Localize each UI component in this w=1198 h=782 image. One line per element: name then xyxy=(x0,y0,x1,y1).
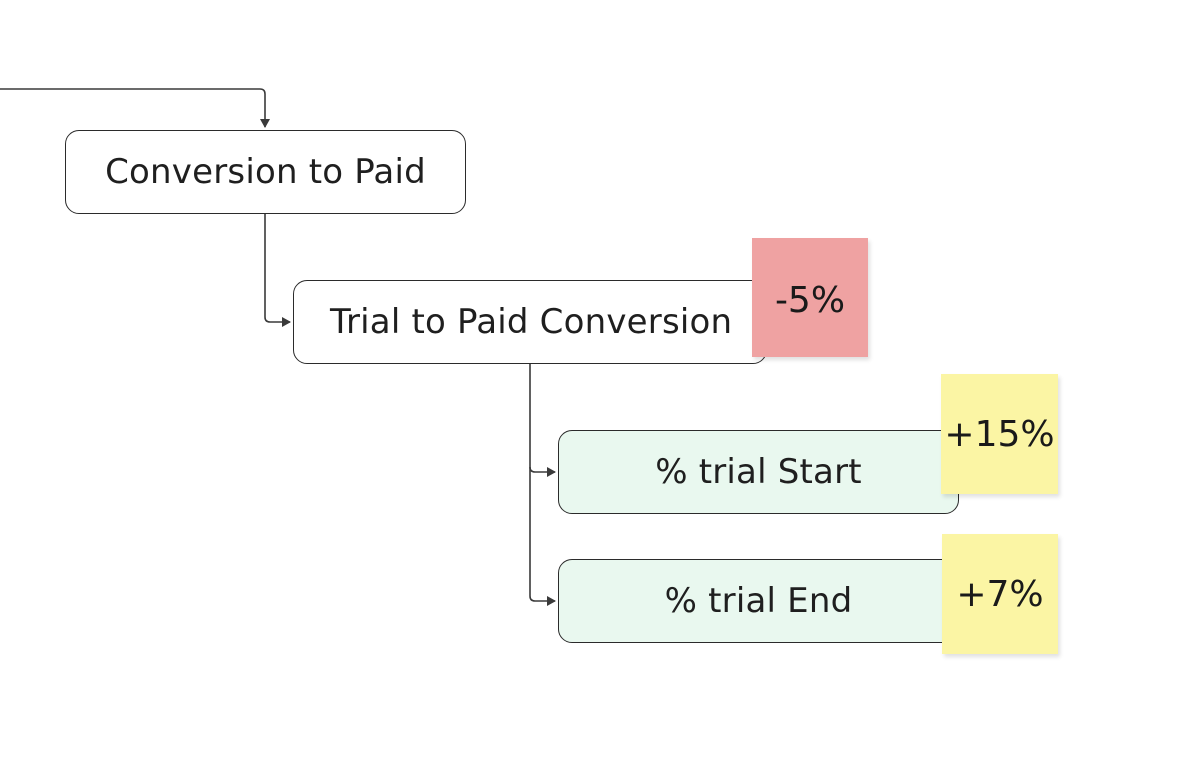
node-trial-to-paid-conversion-label: Trial to Paid Conversion xyxy=(330,302,733,342)
sticky-note-trial-end-change[interactable]: +7% xyxy=(942,534,1058,654)
connector-trial-paid-to-end xyxy=(529,467,556,606)
connector-trial-paid-to-start xyxy=(529,364,556,477)
connector-conversion-to-trial-paid xyxy=(264,214,291,327)
node-trial-end-label: % trial End xyxy=(664,581,853,621)
sticky-note-trial-to-paid-change-text: -5% xyxy=(774,280,846,321)
node-conversion-to-paid[interactable]: Conversion to Paid xyxy=(65,130,466,214)
sticky-note-trial-end-change-text: +7% xyxy=(956,574,1044,615)
sticky-note-trial-to-paid-change[interactable]: -5% xyxy=(752,238,868,357)
node-trial-start[interactable]: % trial Start xyxy=(558,430,959,514)
node-trial-to-paid-conversion[interactable]: Trial to Paid Conversion xyxy=(293,280,767,364)
connector-incoming xyxy=(0,88,270,128)
node-trial-end[interactable]: % trial End xyxy=(558,559,959,643)
node-conversion-to-paid-label: Conversion to Paid xyxy=(105,152,426,192)
sticky-note-trial-start-change-text: +15% xyxy=(944,414,1055,455)
node-trial-start-label: % trial Start xyxy=(655,452,862,492)
sticky-note-trial-start-change[interactable]: +15% xyxy=(941,374,1058,494)
